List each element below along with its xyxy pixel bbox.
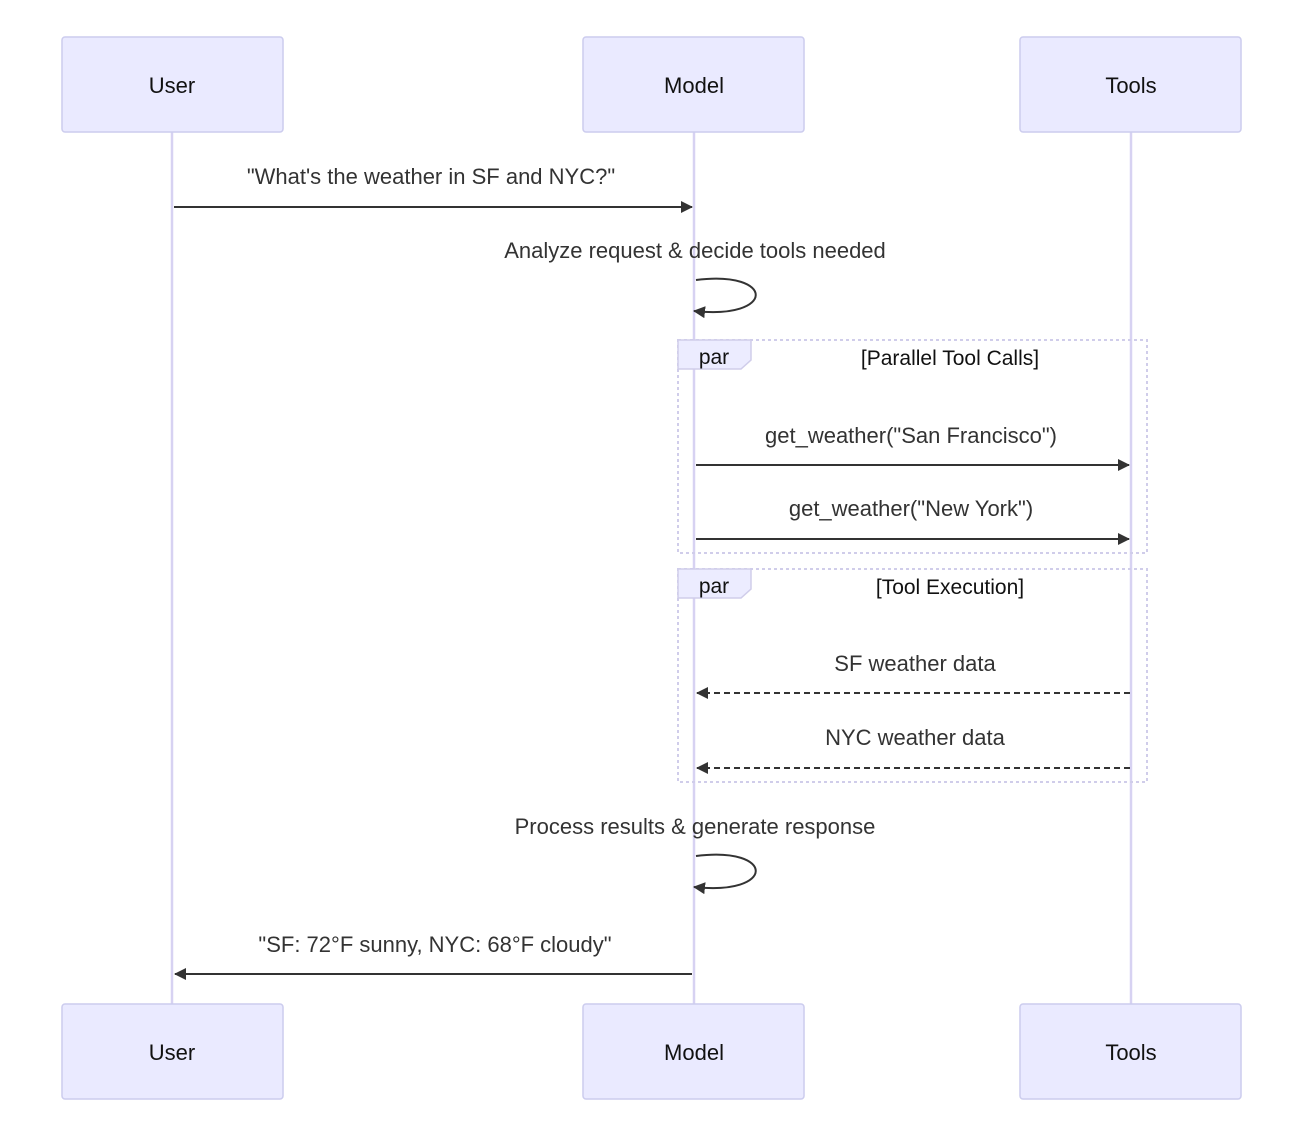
actor-box[interactable]: [1019, 1003, 1242, 1100]
message-label: "SF: 72°F sunny, NYC: 68°F cloudy": [258, 932, 611, 957]
actor-model-top[interactable]: Model: [582, 36, 805, 133]
message-label: SF weather data: [834, 651, 996, 676]
actor-box[interactable]: [61, 1003, 284, 1100]
par-label-tab: [677, 568, 752, 599]
par-fragment-box: [677, 568, 1148, 783]
message-label: NYC weather data: [825, 725, 1006, 750]
message-model-to-tools-nyc: get_weather("New York"): [696, 496, 1130, 545]
actor-label: Model: [664, 73, 724, 98]
actor-label: Tools: [1105, 1040, 1156, 1065]
actor-tools-bottom[interactable]: Tools: [1019, 1003, 1242, 1100]
message-model-self-analyze: Analyze request & decide tools needed: [504, 238, 886, 319]
par-fragment-tool-execution: par [Tool Execution]: [677, 568, 1148, 783]
actor-box[interactable]: [61, 36, 284, 133]
par-fragment-parallel-tool-calls: par [Parallel Tool Calls]: [677, 339, 1148, 554]
message-label: "What's the weather in SF and NYC?": [247, 164, 615, 189]
message-label: Process results & generate response: [515, 814, 876, 839]
self-loop-arrow: [693, 853, 757, 895]
actor-label: Model: [664, 1040, 724, 1065]
actor-box[interactable]: [1019, 36, 1242, 133]
message-label: get_weather("San Francisco"): [765, 423, 1057, 448]
actor-model-bottom[interactable]: Model: [582, 1003, 805, 1100]
par-keyword: par: [699, 346, 729, 369]
actor-label: User: [149, 1040, 195, 1065]
par-title: [Tool Execution]: [876, 576, 1024, 599]
message-tools-to-model-sf-data: SF weather data: [696, 651, 1130, 699]
actor-user-top[interactable]: User: [61, 36, 284, 133]
message-user-to-model-question: "What's the weather in SF and NYC?": [174, 164, 693, 213]
message-tools-to-model-nyc-data: NYC weather data: [696, 725, 1130, 774]
actor-box[interactable]: [582, 1003, 805, 1100]
message-label: Analyze request & decide tools needed: [504, 238, 886, 263]
message-model-self-process: Process results & generate response: [515, 814, 876, 895]
par-label-tab: [677, 339, 752, 370]
par-keyword: par: [699, 575, 729, 598]
par-fragment-box: [677, 339, 1148, 554]
message-model-to-tools-sf: get_weather("San Francisco"): [696, 423, 1130, 471]
message-model-to-user-answer: "SF: 72°F sunny, NYC: 68°F cloudy": [174, 932, 692, 980]
par-title: [Parallel Tool Calls]: [861, 347, 1039, 370]
actor-tools-top[interactable]: Tools: [1019, 36, 1242, 133]
self-loop-arrow: [693, 277, 757, 319]
actor-label: Tools: [1105, 73, 1156, 98]
actor-box[interactable]: [582, 36, 805, 133]
actor-label: User: [149, 73, 195, 98]
message-label: get_weather("New York"): [789, 496, 1033, 521]
actor-user-bottom[interactable]: User: [61, 1003, 284, 1100]
